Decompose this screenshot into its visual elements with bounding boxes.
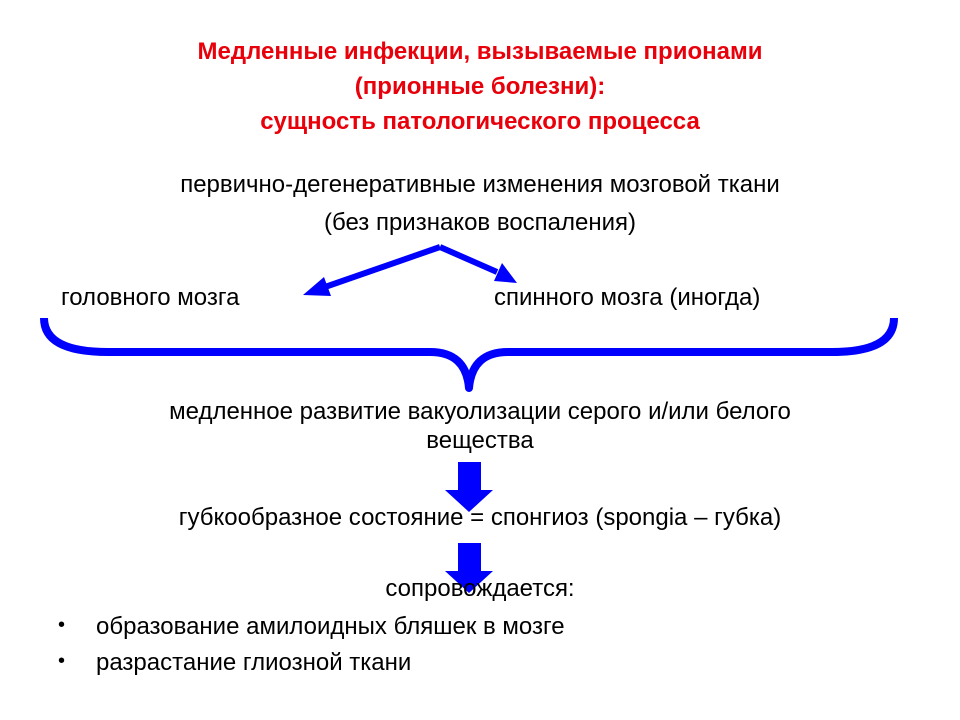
main-change-line-2: (без признаков воспаления): [323, 209, 637, 236]
title-line-1: Медленные инфекции, вызываемые прионами: [197, 38, 763, 65]
branch-arrows: [303, 244, 517, 296]
title-line-2: (прионные болезни):: [354, 73, 606, 100]
slide-title: Медленные инфекции, вызываемые прионами …: [0, 34, 960, 139]
branch-arrow-left-head: [303, 277, 331, 296]
curly-brace: [40, 317, 898, 392]
branch-arrow-right-head: [494, 263, 517, 283]
title-line-3: сущность патологического процесса: [260, 108, 700, 135]
accompanied-label: сопровождается:: [385, 575, 575, 602]
branch-arrow-left: [324, 244, 441, 290]
down-arrow-1: [445, 462, 493, 512]
spongiosis-label: губкообразное состояние = спонгиоз (spon…: [178, 504, 782, 531]
bullet-marker: •: [58, 650, 66, 672]
main-change-line-1: первично-дегенеративные изменения мозгов…: [180, 171, 780, 198]
branch-arrow-right: [438, 244, 499, 275]
bullet-marker: •: [58, 614, 66, 636]
down-arrow-2: [445, 543, 493, 593]
bullet-text: разрастание глиозной ткани: [96, 649, 412, 676]
vacuolization-line-2: вещества: [426, 427, 534, 454]
list-item: • разрастание глиозной ткани: [0, 646, 960, 680]
vacuolization-line-1: медленное развитие вакуолизации серого и…: [169, 398, 791, 425]
branch-right-label: спинного мозга (иногда): [494, 284, 761, 311]
bullet-text: образование амилоидных бляшек в мозге: [96, 613, 565, 640]
list-item: • образование амилоидных бляшек в мозге: [0, 610, 960, 644]
branch-left-label: головного мозга: [61, 284, 240, 311]
